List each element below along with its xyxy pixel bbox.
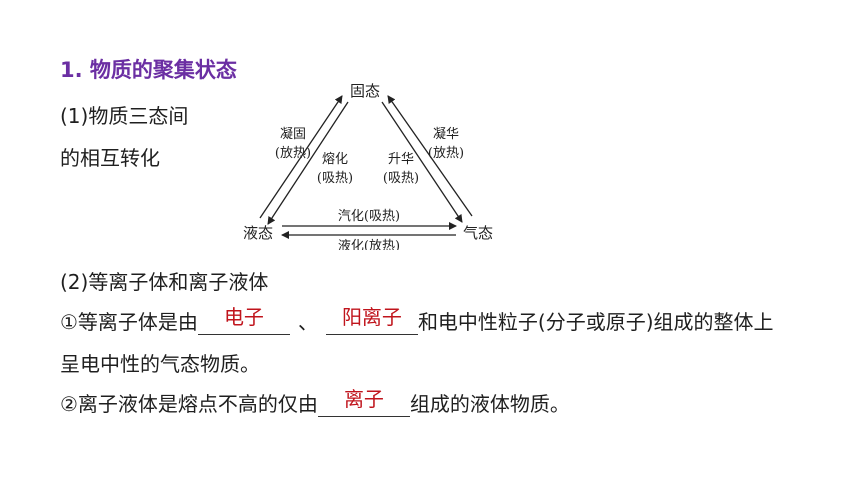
gas-label: 气态: [463, 224, 493, 242]
melt-arrow: [267, 101, 349, 225]
sublime-arrow: [381, 101, 463, 223]
deposit-heat-label: (放热): [428, 146, 464, 161]
item2-answer: 离子: [343, 387, 384, 411]
sublime-heat-label: (吸热): [383, 171, 419, 186]
state-transition-diagram: 固态 液态 气态 凝固 (放热) 熔化 (吸热) 升华 (吸热) 凝华 (放热)…: [243, 82, 493, 250]
part2-item2: ②离子液体是熔点不高的仅由 离子 组成的液体物质。: [60, 387, 570, 418]
vaporize-label: 汽化(吸热): [338, 209, 400, 224]
item2-blank: 离子: [317, 387, 410, 417]
item1-blank1: 电子: [197, 305, 290, 335]
solidify-arrow: [259, 95, 343, 219]
part1-line1: (1)物质三态间: [60, 104, 189, 128]
part2-item1: ①等离子体是由 电子 、阳离子和电中性粒子(分子或原子)组成的整体上: [60, 305, 774, 336]
melt-label: 熔化: [322, 152, 348, 167]
item1-blank2: 阳离子: [325, 305, 418, 335]
item2-suffix: 组成的液体物质。: [409, 392, 570, 416]
liquid-label: 液态: [243, 224, 273, 242]
item1-separator: 、: [297, 310, 318, 334]
section-title: 1. 物质的聚集状态: [60, 58, 237, 82]
part1-line2: 的相互转化: [60, 146, 160, 170]
item1-answer2: 阳离子: [341, 305, 402, 329]
part2-heading: (2)等离子体和离子液体: [60, 270, 269, 294]
item1-suffix: 和电中性粒子(分子或原子)组成的整体上: [417, 310, 774, 334]
deposit-arrow: [387, 95, 473, 217]
solidify-label: 凝固: [280, 126, 306, 142]
solid-label: 固态: [350, 82, 380, 100]
item1-answer1: 电子: [223, 305, 264, 329]
solidify-heat-label: (放热): [275, 146, 311, 161]
liquefy-label: 液化(放热): [338, 239, 400, 250]
item1-prefix: ①等离子体是由: [60, 310, 198, 334]
sublime-label: 升华: [388, 152, 414, 167]
deposit-label: 凝华: [433, 126, 459, 142]
melt-heat-label: (吸热): [317, 171, 353, 186]
part2-item1-line2: 呈电中性的气态物质。: [60, 352, 260, 376]
item2-prefix: ②离子液体是熔点不高的仅由: [60, 392, 318, 416]
